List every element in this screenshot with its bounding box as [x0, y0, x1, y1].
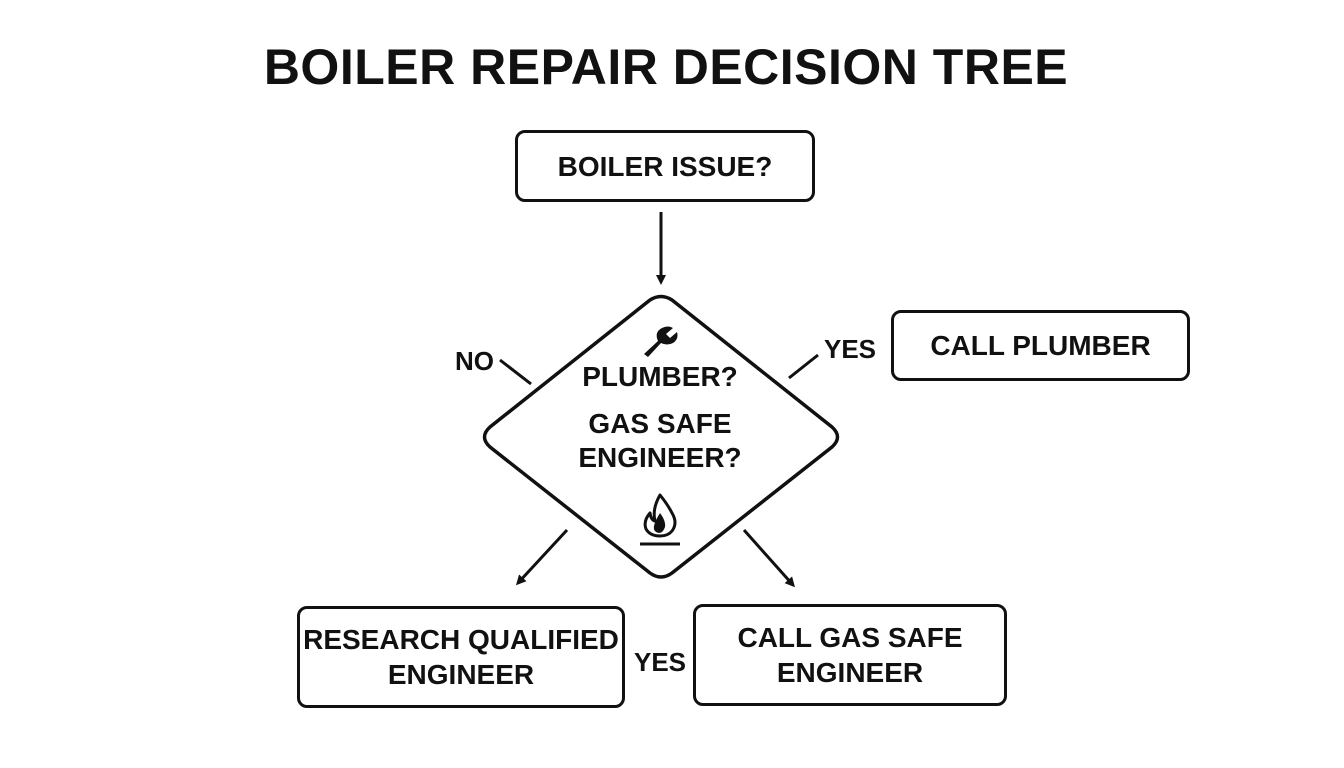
no-branch-connector: [499, 358, 532, 386]
decision-diamond: [482, 294, 840, 579]
flame-icon: [640, 493, 680, 546]
start-node: BOILER ISSUE?: [515, 130, 815, 202]
arrow-decision-to-gas-safe: [742, 529, 795, 588]
decision-question-gas-safe-line2: ENGINEER?: [578, 442, 742, 474]
call-gas-safe-label-line1: CALL GAS SAFE: [737, 622, 963, 653]
no-branch-label: NO: [455, 346, 494, 376]
decision-question-gas-safe: GAS SAFE ENGINEER?: [555, 407, 765, 475]
call-gas-safe-node: CALL GAS SAFE ENGINEER: [693, 604, 1007, 706]
decision-question-gas-safe-line1: GAS SAFE: [588, 408, 732, 439]
diagram-title: BOILER REPAIR DECISION TREE: [263, 39, 1069, 95]
yes-branch-label-right: YES: [824, 334, 877, 364]
arrow-decision-to-research: [515, 528, 569, 586]
yes-branch-label-bottom: YES: [634, 647, 687, 677]
research-engineer-node: RESEARCH QUALIFIED ENGINEER: [297, 606, 625, 708]
yes-branch-connector: [788, 353, 819, 380]
call-plumber-node: CALL PLUMBER: [891, 310, 1190, 381]
research-engineer-label-line2: ENGINEER: [387, 659, 535, 690]
call-plumber-label: CALL PLUMBER: [930, 330, 1151, 361]
research-engineer-label-line1: RESEARCH QUALIFIED: [303, 624, 619, 655]
start-node-label: BOILER ISSUE?: [557, 150, 773, 182]
wrench-icon: [644, 326, 678, 357]
decision-question-plumber: PLUMBER?: [582, 361, 738, 392]
call-gas-safe-label-line2: ENGINEER: [776, 657, 924, 688]
